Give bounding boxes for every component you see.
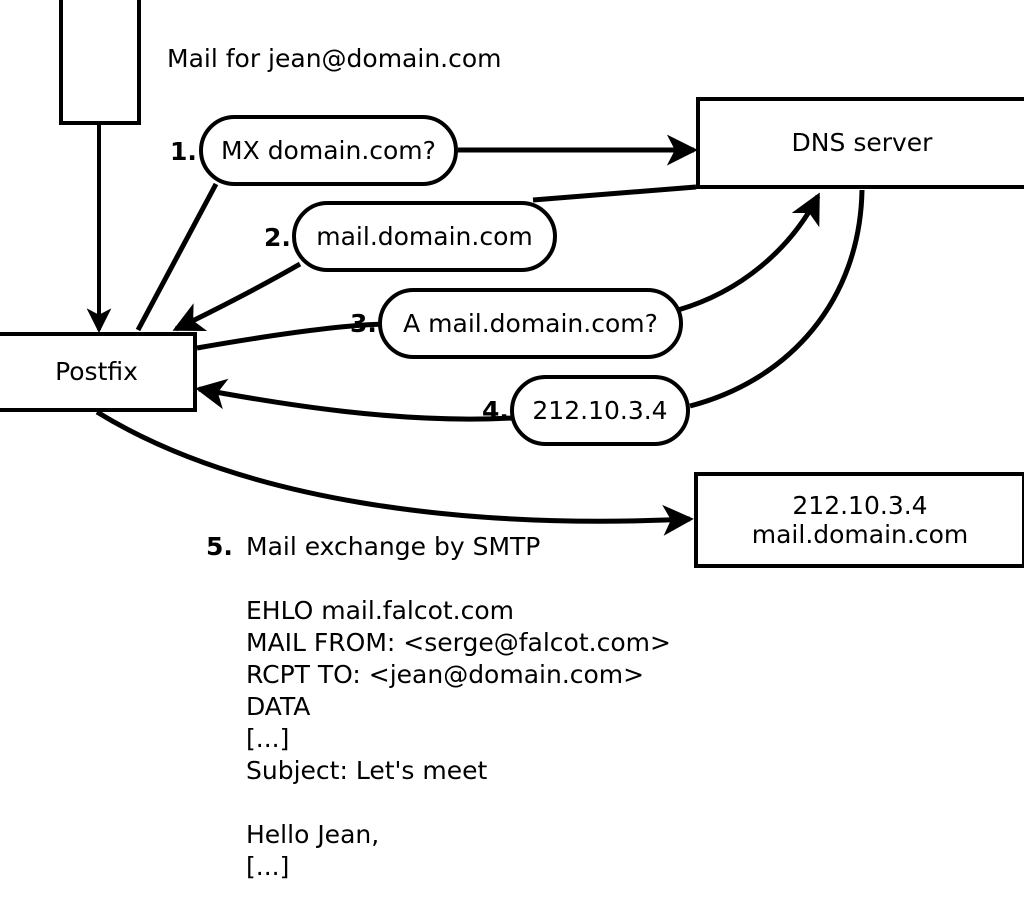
step-5-label: Mail exchange by SMTP: [246, 532, 541, 561]
connector-postfix-to-step1: [135, 182, 219, 332]
smtp-line: RCPT TO: <jean@domain.com>: [246, 660, 645, 689]
step-2-message-label: mail.domain.com: [316, 221, 533, 251]
step-2-number: 2.: [264, 223, 291, 252]
smtp-line: Subject: Let's meet: [246, 756, 488, 785]
postfix-label: Postfix: [55, 357, 138, 387]
smtp-line: MAIL FROM: <serge@falcot.com>: [246, 628, 671, 657]
step-4-number: 4.: [482, 396, 509, 425]
dns-server-box: DNS server: [696, 97, 1024, 189]
smtp-line: [...]: [246, 724, 290, 753]
smtp-line: [...]: [246, 852, 290, 881]
step-3-number: 3.: [350, 309, 377, 338]
connector-step4-to-postfix: [195, 378, 513, 422]
dns-server-label: DNS server: [791, 128, 933, 158]
smtp-line: .: [246, 915, 671, 919]
smtp-line: Hello Jean,: [246, 820, 380, 849]
smtp-line: EHLO mail.falcot.com: [246, 596, 515, 625]
connector-dns-to-step4: [689, 189, 865, 409]
connector-dns-to-step2: [532, 184, 697, 203]
postfix-box: Postfix: [0, 332, 197, 412]
client-box: [59, 0, 141, 125]
connector-step2-to-postfix: [172, 261, 302, 332]
step-4-message-label: 212.10.3.4: [532, 395, 668, 425]
step-1-message-label: MX domain.com?: [221, 135, 436, 165]
smtp-line: DATA: [246, 692, 311, 721]
smtp-blank-line: [246, 883, 671, 915]
connector-postfix-to-mailhost: [95, 409, 694, 536]
step-1-message: MX domain.com?: [199, 115, 458, 186]
mail-host-box: 212.10.3.4 mail.domain.com: [694, 472, 1024, 568]
step-4-message: 212.10.3.4: [510, 375, 690, 446]
step-2-message: mail.domain.com: [292, 201, 557, 272]
mail-for-caption: Mail for jean@domain.com: [167, 44, 502, 73]
step-3-message-label: A mail.domain.com?: [403, 308, 658, 338]
mail-host-ip: 212.10.3.4: [792, 490, 928, 520]
step-1-number: 1.: [170, 137, 197, 166]
mail-host-name: mail.domain.com: [751, 520, 969, 549]
connector-step3-to-dns: [677, 192, 821, 313]
smtp-blank-line: [246, 787, 671, 819]
step-5-number: 5.: [206, 532, 233, 561]
step-3-message: A mail.domain.com?: [378, 288, 683, 359]
